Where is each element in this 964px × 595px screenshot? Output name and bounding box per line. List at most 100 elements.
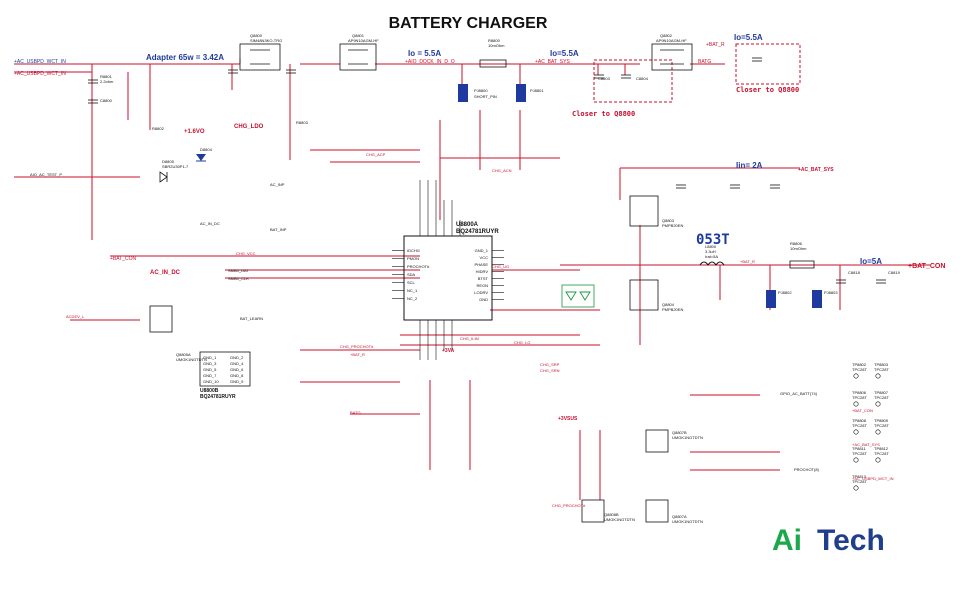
testpoint-grid: TP8802TPC28TTP8803TPC28TTP8806TPC28TTP88… [852,362,894,491]
ic-u8800b: U8800B BQ24781RUYR GND_1GND_3GND_5GND_7G… [199,351,251,400]
l8800-current: Irat=5A [705,254,718,259]
io-annotation-2: Io=5.5A [550,49,579,58]
testpoint-net-label: +AC_USBPD_WCT_IN [852,476,894,481]
net-chg-ilim: CHG_ILIM [460,336,479,341]
top-rail-wires [14,58,930,500]
ic-right-pin-label: GND [479,297,488,302]
page-title: BATTERY CHARGER [389,15,548,32]
net-chg-prochot-2: CHG_PROCHOT# [552,503,586,508]
q8801-part: AP9N10AGM-HF [348,38,379,43]
io-annotation-4: Io=5A [860,257,882,266]
ic-left-pin-label: IDCHG [407,248,420,253]
testpoint-part: TPC28T [852,367,867,372]
ic-gnd-pin-label: GND_6 [230,367,244,372]
net-bat-learn: BAT_LEARN [240,316,263,321]
net-prochot: PROCHOT(8) [794,467,820,472]
q8804-part: PMPB20EN [662,307,683,312]
d8805-part: SBR2U30P1-7 [162,164,189,169]
net-ac-bat-sys: +AC_BAT_SYS [535,59,570,65]
ic-left-pin-label: PMON [407,256,419,261]
logo-text-ai: Ai [772,524,802,557]
bottom-mosfets: Q8808B UMGK1NGTDTN Q8807B UMGK1NGTDTN Q8… [552,391,820,524]
testpoint-pad [875,457,881,463]
ic-left-pin-label: SDA [407,272,416,277]
component-refs-left: C8800 R8801 2.2ohm C8803 C8804 R8802 R88… [100,74,649,131]
q8805-mosfet: Q8805A UMGK1NGTDTN [149,305,207,362]
net-ac-in-dc: AC_IN_DC [150,270,181,276]
r8800-value: 10mOhm [488,43,505,48]
q8804-ref: Q8804 [662,302,675,307]
short-pin-label: SHORT_PIN [474,94,497,99]
pj8802-ref: PJ8802 [778,290,792,295]
q8800-mosfet: Q8800 SIM48N3KO-TRG [239,33,282,71]
l8800-ref: L8800 [705,244,717,249]
net-ac-det: AC_IN_DC [200,221,220,226]
testpoint-part: TPC28T [852,395,867,400]
net-aio-dock: +AIO_DOCK_IN_D_O [405,59,455,65]
ic-ref: U8800A [456,222,479,228]
ic-gnd-pin-label: GND_2 [230,355,244,360]
aitech-logo: Ai Tech [772,524,885,557]
net-v3vsus: +3VSUS [558,416,578,422]
d8804-ref: D8804 [200,147,213,152]
net-ac-det-l: ACDEV_L [66,314,85,319]
q8800-part: SIM48N3KO-TRG [250,38,282,43]
q8801-ref: Q8801 [352,33,365,38]
ic-part: BQ24781RUYR [456,229,499,235]
net-chg-acn: CHG_ACN [492,168,512,173]
c8803-ref: C8803 [598,76,611,81]
logo-text-tech: Tech [817,524,885,557]
net-chg-vcc: CHG_VCC [236,251,256,256]
testpoint-pad [875,401,881,407]
testpoint-pad [875,429,881,435]
led-rail-2: CHG_LDO [234,124,264,130]
pj8801-ref: PJ8801 [530,88,544,93]
net-batg: BATG [698,59,711,65]
net-smb-dat: SMB0_DAT [228,268,249,273]
testpoint-ref: TP8806 [852,390,867,395]
iin-annotation: Iin= 2A [736,161,763,170]
net-smb-clk: SMB0_CLK [228,276,249,281]
net-bat-r-2: +BAT_R [350,352,365,357]
pj8800-ref: PJ8800 [474,88,488,93]
top-rail-labels: +AC_USBPD_WCT_IN +AC_USBPD_WCT_IN Adapte… [14,33,763,77]
net-ac-usbpd-in-2: +AC_USBPD_WCT_IN [14,71,66,77]
io-annotation-1: Io = 5.5A [408,49,441,58]
net-bat-r: +BAT_R [706,42,725,48]
r8800-ref: R8800 [488,38,501,43]
r8806-ref: R8806 [790,241,803,246]
testpoint-ref: TP8803 [874,362,889,367]
short-pins: PJ8800 PJ8801 PJ8802 PJ8803 SHORT_PIN [458,84,838,308]
ic-left-pin-label: SCL [407,280,416,285]
testpoint-pad [875,373,881,379]
testpoint-ref: TP8802 [852,362,867,367]
testpoint-part: TPC28T [874,367,889,372]
ic-right-pin-label: BTST [478,276,489,281]
r8801-ref: R8801 [100,74,113,79]
ic-right-pin-label: LODRV [474,290,488,295]
testpoint-ref: TP8808 [852,418,867,423]
led-section: +1.6VO CHG_LDO D8805 SBR2U30P1-7 D8804 A… [30,124,264,183]
q8805-ref: Q8805A [176,352,191,357]
closer-box-1: Closer to Q8800 [572,59,673,118]
ic-gnd-pin-label: GND_9 [230,379,244,384]
testpoint-net-label: +AC_BAT_SYS [852,442,880,447]
net-gpio-ac: GPIO_AC_BATT(74) [780,391,818,396]
testpoint-pad [853,457,859,463]
io-annotation-3: Io=5.5A [734,33,763,42]
testpoint-part: TPC28T [852,451,867,456]
testpoint-part: TPC28T [874,423,889,428]
capacitor-cluster-left [88,57,762,104]
r8801-value: 2.2ohm [100,79,114,84]
testpoint-pad [853,373,859,379]
net-v3va: +3VA [442,348,455,354]
ic-left-pin-label: NC_2 [407,296,418,301]
q8805-part: UMGK1NGTDTN [176,357,207,362]
